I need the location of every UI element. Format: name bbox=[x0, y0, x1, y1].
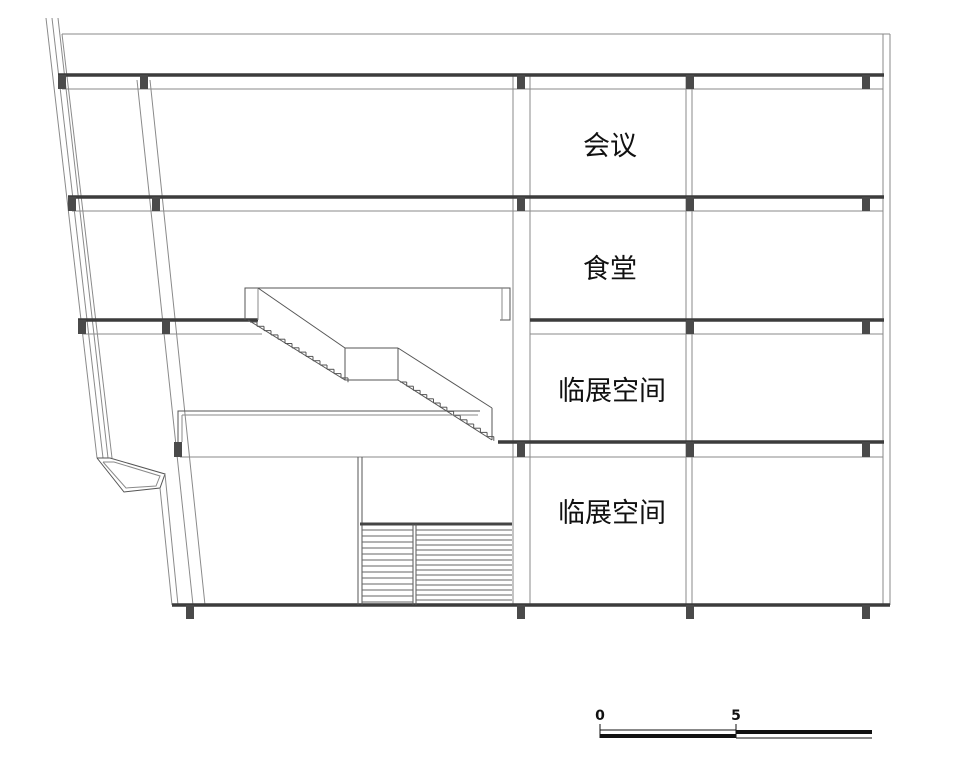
seating-treads-left bbox=[362, 529, 413, 603]
scale-label-zero: 0 bbox=[595, 708, 605, 724]
room-label-temp-exhibition-upper: 临展空间 bbox=[558, 376, 666, 407]
staircase bbox=[244, 287, 511, 441]
scale-label-five: 5 bbox=[731, 708, 741, 724]
room-label-meeting: 会议 bbox=[583, 131, 637, 162]
balcony-wall bbox=[177, 410, 480, 442]
roof-outline bbox=[62, 33, 891, 605]
seating-treads-right bbox=[416, 529, 512, 601]
stair-steps-upper bbox=[250, 321, 349, 383]
floor-slabs bbox=[58, 73, 890, 607]
column-lines bbox=[512, 75, 884, 605]
room-label-canteen: 食堂 bbox=[583, 254, 637, 285]
scale-bar: 0 5 bbox=[595, 708, 872, 739]
column-blocks bbox=[58, 75, 870, 619]
slanted-facade bbox=[45, 17, 179, 606]
room-label-temp-exhibition-lower: 临展空间 bbox=[558, 498, 666, 529]
ground-floor-seating bbox=[357, 457, 512, 605]
inclined-column bbox=[136, 79, 206, 606]
